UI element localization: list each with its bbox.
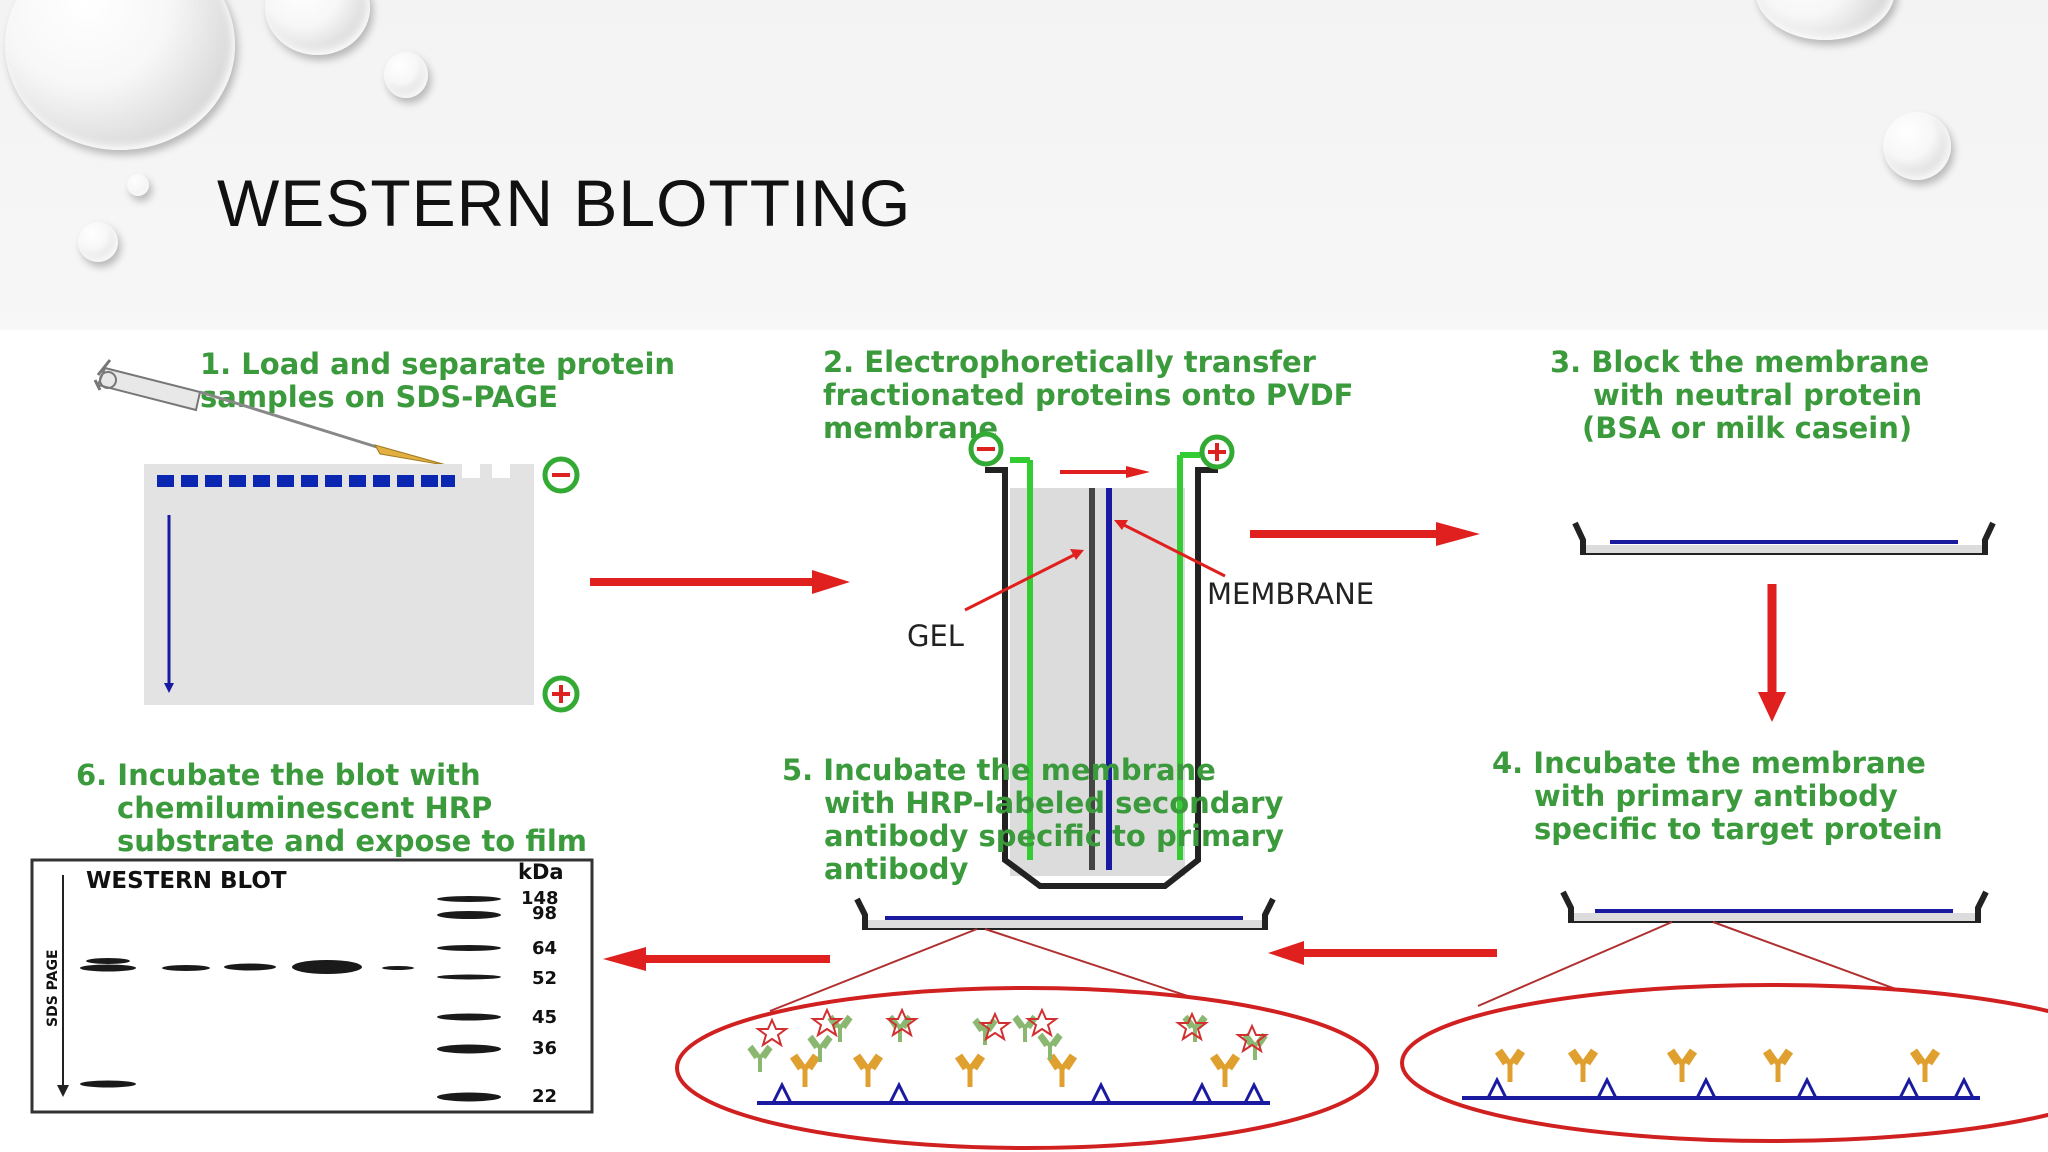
marker-64: 64 xyxy=(532,938,557,959)
blot-unit: kDa xyxy=(518,860,564,884)
syringe-icon xyxy=(93,359,451,467)
secondary-antibody-zoom xyxy=(675,986,1379,1150)
marker-148: 148 xyxy=(521,888,559,909)
membrane-label: MEMBRANE xyxy=(1207,577,1374,611)
western-blot-diagram: 1. Load and separate protein samples on … xyxy=(30,345,2048,1150)
step5-line4: antibody xyxy=(824,852,968,886)
marker-36: 36 xyxy=(532,1038,557,1059)
arrow-step1-to-step2 xyxy=(590,570,850,594)
sample-bands xyxy=(80,958,414,1088)
step6-line1: 6. Incubate the blot with xyxy=(76,758,481,792)
gel-label: GEL xyxy=(907,619,964,653)
marker-98: 98 xyxy=(532,903,557,924)
transfer-tank xyxy=(985,452,1218,889)
sds-page-gel xyxy=(144,464,534,705)
step3-line3: (BSA or milk casein) xyxy=(1582,411,1912,445)
step1-line1: 1. Load and separate protein xyxy=(200,347,675,381)
marker-labels: 148 98 64 52 45 36 22 xyxy=(521,888,559,1107)
star-icon xyxy=(755,1007,1269,1054)
blot-title: WESTERN BLOT xyxy=(86,868,287,894)
marker-45: 45 xyxy=(532,1007,557,1028)
membrane-pointer-head xyxy=(1114,520,1128,530)
water-drop-large xyxy=(5,0,235,150)
page-title: WESTERN BLOTTING xyxy=(217,166,912,240)
minus-electrode-icon xyxy=(542,456,580,494)
blot-axis-label: SDS PAGE xyxy=(45,949,61,1027)
western-blot-diagram-panel: 1. Load and separate protein samples on … xyxy=(0,330,2048,1152)
step3-line1: 3. Block the membrane xyxy=(1550,345,1929,379)
step2-line2: fractionated proteins onto PVDF xyxy=(823,378,1354,412)
arrow-step2-to-step3 xyxy=(1250,522,1480,546)
step1-line2: samples on SDS-PAGE xyxy=(200,380,558,414)
step2-line1: 2. Electrophoretically transfer xyxy=(823,345,1317,379)
blocking-dish xyxy=(1572,521,1996,555)
primary-antibody-zoom xyxy=(1400,983,2048,1143)
marker-52: 52 xyxy=(532,968,557,989)
water-drop-small-2 xyxy=(78,222,118,262)
step4-line1: 4. Incubate the membrane xyxy=(1492,746,1926,780)
membrane-pointer-line xyxy=(1121,522,1226,578)
minus-electrode-icon xyxy=(968,431,1004,467)
step5-line2: with HRP-labeled secondary xyxy=(824,786,1283,820)
plus-electrode-icon xyxy=(1199,434,1235,470)
marker-bands xyxy=(437,896,501,1102)
step6-line3: substrate and expose to film xyxy=(117,824,587,858)
step4-line2: with primary antibody xyxy=(1534,779,1898,813)
zoom-line-left xyxy=(1477,921,1673,1007)
arrow-step3-to-step4 xyxy=(1758,584,1786,722)
western-blot-film: WESTERN BLOT kDa SDS PAGE 148 98 64 xyxy=(30,858,594,1114)
water-drop-small xyxy=(384,52,428,98)
secondary-antibody-dish xyxy=(854,897,1276,930)
arrow-step4-to-step5 xyxy=(1268,941,1497,965)
zoom-line-left xyxy=(769,928,978,1012)
water-drop-medium xyxy=(265,0,370,55)
marker-22: 22 xyxy=(532,1086,557,1107)
water-drop-top-right xyxy=(1755,0,1895,40)
step6-line2: chemiluminescent HRP xyxy=(117,791,492,825)
arrow-step5-to-step6 xyxy=(603,947,830,971)
water-drop-tiny xyxy=(127,174,149,196)
gel-pointer-line xyxy=(964,551,1079,612)
step5-line1: 5. Incubate the membrane xyxy=(782,753,1216,787)
step5-line3: antibody specific to primary xyxy=(824,819,1284,853)
step2-line3: membrane xyxy=(823,411,998,445)
gel-pointer-head xyxy=(1070,549,1084,560)
primary-antibody-dish xyxy=(1560,890,1989,923)
plus-electrode-icon xyxy=(542,675,580,713)
step3-line2: with neutral protein xyxy=(1593,378,1922,412)
step4-line3: specific to target protein xyxy=(1534,812,1943,846)
water-drop-right xyxy=(1883,112,1951,180)
